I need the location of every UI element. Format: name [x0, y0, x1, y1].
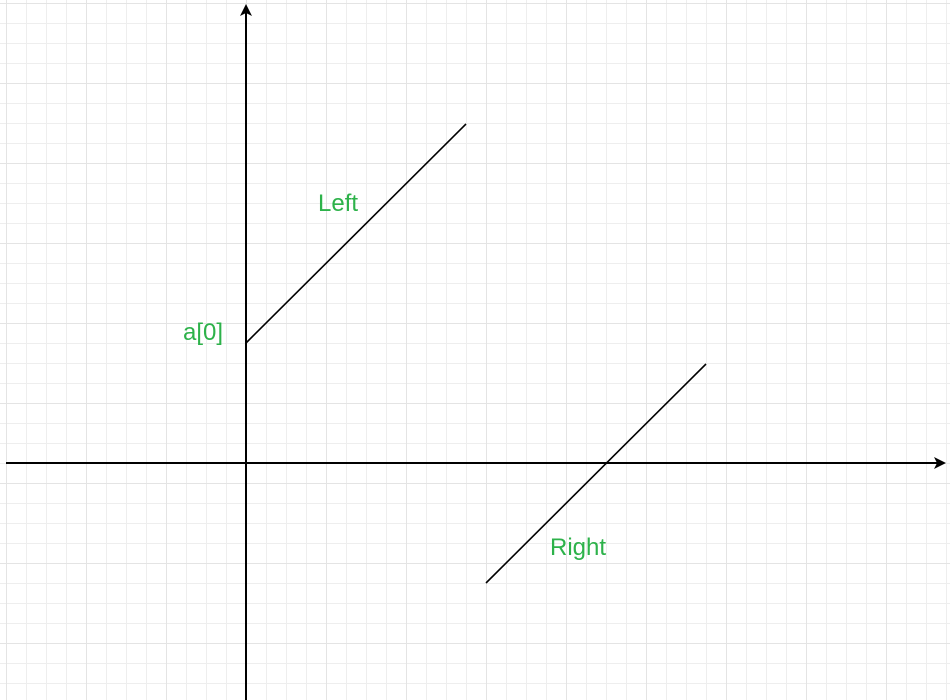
right-line	[485, 363, 707, 584]
right-line-label: Right	[550, 534, 607, 561]
left-line-label: Left	[318, 190, 359, 217]
left-line	[245, 123, 467, 344]
intercept-label: a[0]	[183, 319, 224, 346]
